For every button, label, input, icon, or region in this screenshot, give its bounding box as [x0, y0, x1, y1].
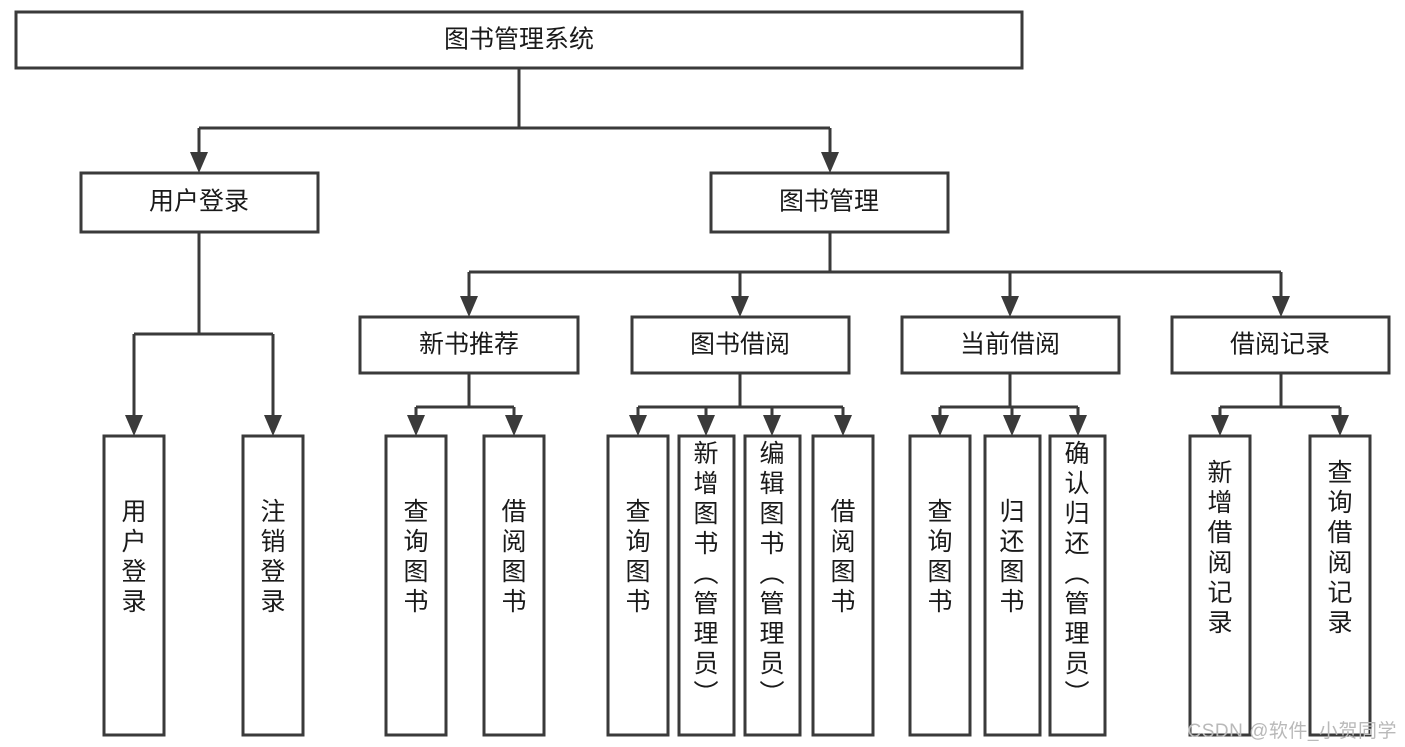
node-leaf-query-book-3[interactable]: 查询图书	[908, 434, 972, 737]
node-label-book-manage: 图书管理	[779, 188, 879, 216]
node-book-manage[interactable]: 图书管理	[709, 171, 950, 234]
arrow-borrow-record	[1272, 296, 1290, 317]
node-box-user-login[interactable]	[79, 171, 320, 234]
node-label-leaf-borrow-book-2: 借阅图书	[830, 498, 855, 616]
arrow-leaf-add-record	[1211, 415, 1229, 436]
node-label-leaf-query-book-1: 查询图书	[403, 498, 428, 616]
node-label-book-borrow: 图书借阅	[690, 331, 790, 359]
node-leaf-add-record[interactable]: 新增借阅记录	[1188, 434, 1252, 737]
node-box-leaf-logout-login[interactable]	[241, 434, 305, 737]
node-leaf-query-record[interactable]: 查询借阅记录	[1308, 434, 1372, 737]
node-leaf-query-book-1[interactable]: 查询图书	[384, 434, 448, 737]
node-leaf-edit-book[interactable]: 编辑图书︵管理员︶	[743, 434, 802, 737]
edge-layer	[125, 68, 1349, 436]
node-label-leaf-query-book-2: 查询图书	[625, 498, 650, 616]
node-label-leaf-logout-login: 注销登录	[260, 498, 285, 616]
node-label-title: 图书管理系统	[444, 26, 594, 54]
arrow-leaf-add-book	[697, 415, 715, 436]
node-label-user-login: 用户登录	[149, 188, 249, 216]
node-box-new-book-recommend[interactable]	[358, 315, 580, 375]
node-box-leaf-add-book[interactable]	[677, 434, 736, 737]
node-leaf-return-book[interactable]: 归还图书	[983, 434, 1042, 737]
node-label-borrow-record: 借阅记录	[1230, 331, 1330, 359]
node-book-management-system[interactable]: 图书管理系统	[14, 10, 1024, 70]
node-label-current-borrow: 当前借阅	[960, 331, 1060, 359]
arrow-leaf-logout	[264, 415, 282, 436]
node-label-leaf-add-book: 新增图书︵管理员︶	[693, 440, 718, 708]
node-box-borrow-record[interactable]	[1170, 315, 1391, 375]
node-box-leaf-query-record[interactable]	[1308, 434, 1372, 737]
arrow-user-login	[190, 152, 208, 173]
arrow-leaf-return	[1003, 415, 1021, 436]
node-leaf-query-book-2[interactable]: 查询图书	[606, 434, 670, 737]
node-leaf-borrow-book-2[interactable]: 借阅图书	[811, 434, 875, 737]
arrow-leaf-edit-book	[763, 415, 781, 436]
arrow-new-book	[460, 296, 478, 317]
node-layer: 图书管理系统 用户登录 图书管理 新书推荐 图书借阅	[14, 10, 1391, 737]
node-new-book-recommend[interactable]: 新书推荐	[358, 315, 580, 375]
node-box-leaf-query-book-2[interactable]	[606, 434, 670, 737]
node-box-current-borrow[interactable]	[900, 315, 1121, 375]
node-box-leaf-add-record[interactable]	[1188, 434, 1252, 737]
node-leaf-add-book[interactable]: 新增图书︵管理员︶	[677, 434, 736, 737]
node-label-new-book-recommend: 新书推荐	[419, 331, 519, 359]
arrow-leaf-query-2	[629, 415, 647, 436]
node-leaf-logout-login[interactable]: 注销登录	[241, 434, 305, 737]
node-label-leaf-query-record: 查询借阅记录	[1327, 459, 1352, 637]
arrow-leaf-query-record	[1331, 415, 1349, 436]
node-box-leaf-query-book-3[interactable]	[908, 434, 972, 737]
node-label-leaf-add-record: 新增借阅记录	[1207, 459, 1232, 637]
arrow-current-borrow	[1001, 296, 1019, 317]
node-box-title[interactable]	[14, 10, 1024, 70]
node-label-leaf-return-book: 归还图书	[999, 498, 1024, 616]
node-box-leaf-borrow-book-2[interactable]	[811, 434, 875, 737]
node-book-borrow[interactable]: 图书借阅	[630, 315, 851, 375]
node-label-leaf-user-login: 用户登录	[121, 498, 146, 616]
node-box-book-borrow[interactable]	[630, 315, 851, 375]
node-box-leaf-edit-book[interactable]	[743, 434, 802, 737]
csdn-watermark: CSDN @软件_小贺同学	[1187, 721, 1397, 742]
arrow-book-borrow	[731, 296, 749, 317]
node-label-leaf-edit-book: 编辑图书︵管理员︶	[759, 440, 784, 708]
arrow-leaf-query-3	[931, 415, 949, 436]
node-box-leaf-user-login[interactable]	[102, 434, 166, 737]
node-box-leaf-return-book[interactable]	[983, 434, 1042, 737]
arrow-leaf-borrow-2	[834, 415, 852, 436]
node-label-leaf-borrow-book-1: 借阅图书	[501, 498, 526, 616]
node-label-leaf-query-book-3: 查询图书	[927, 498, 952, 616]
arrow-book-manage	[821, 152, 839, 173]
node-box-leaf-query-book-1[interactable]	[384, 434, 448, 737]
node-leaf-borrow-book-1[interactable]: 借阅图书	[482, 434, 546, 737]
arrow-leaf-borrow-1	[505, 415, 523, 436]
arrow-leaf-query-1	[407, 415, 425, 436]
node-current-borrow[interactable]: 当前借阅	[900, 315, 1121, 375]
node-user-login[interactable]: 用户登录	[79, 171, 320, 234]
node-box-leaf-confirm-return[interactable]	[1048, 434, 1107, 737]
arrow-leaf-user-login	[125, 415, 143, 436]
arrow-leaf-confirm-return	[1069, 415, 1087, 436]
node-label-leaf-confirm-return: 确认归还︵管理员︶	[1064, 440, 1089, 708]
node-borrow-record[interactable]: 借阅记录	[1170, 315, 1391, 375]
node-leaf-confirm-return[interactable]: 确认归还︵管理员︶	[1048, 434, 1107, 737]
node-leaf-user-login[interactable]: 用户登录	[102, 434, 166, 737]
node-box-leaf-borrow-book-1[interactable]	[482, 434, 546, 737]
node-box-book-manage[interactable]	[709, 171, 950, 234]
